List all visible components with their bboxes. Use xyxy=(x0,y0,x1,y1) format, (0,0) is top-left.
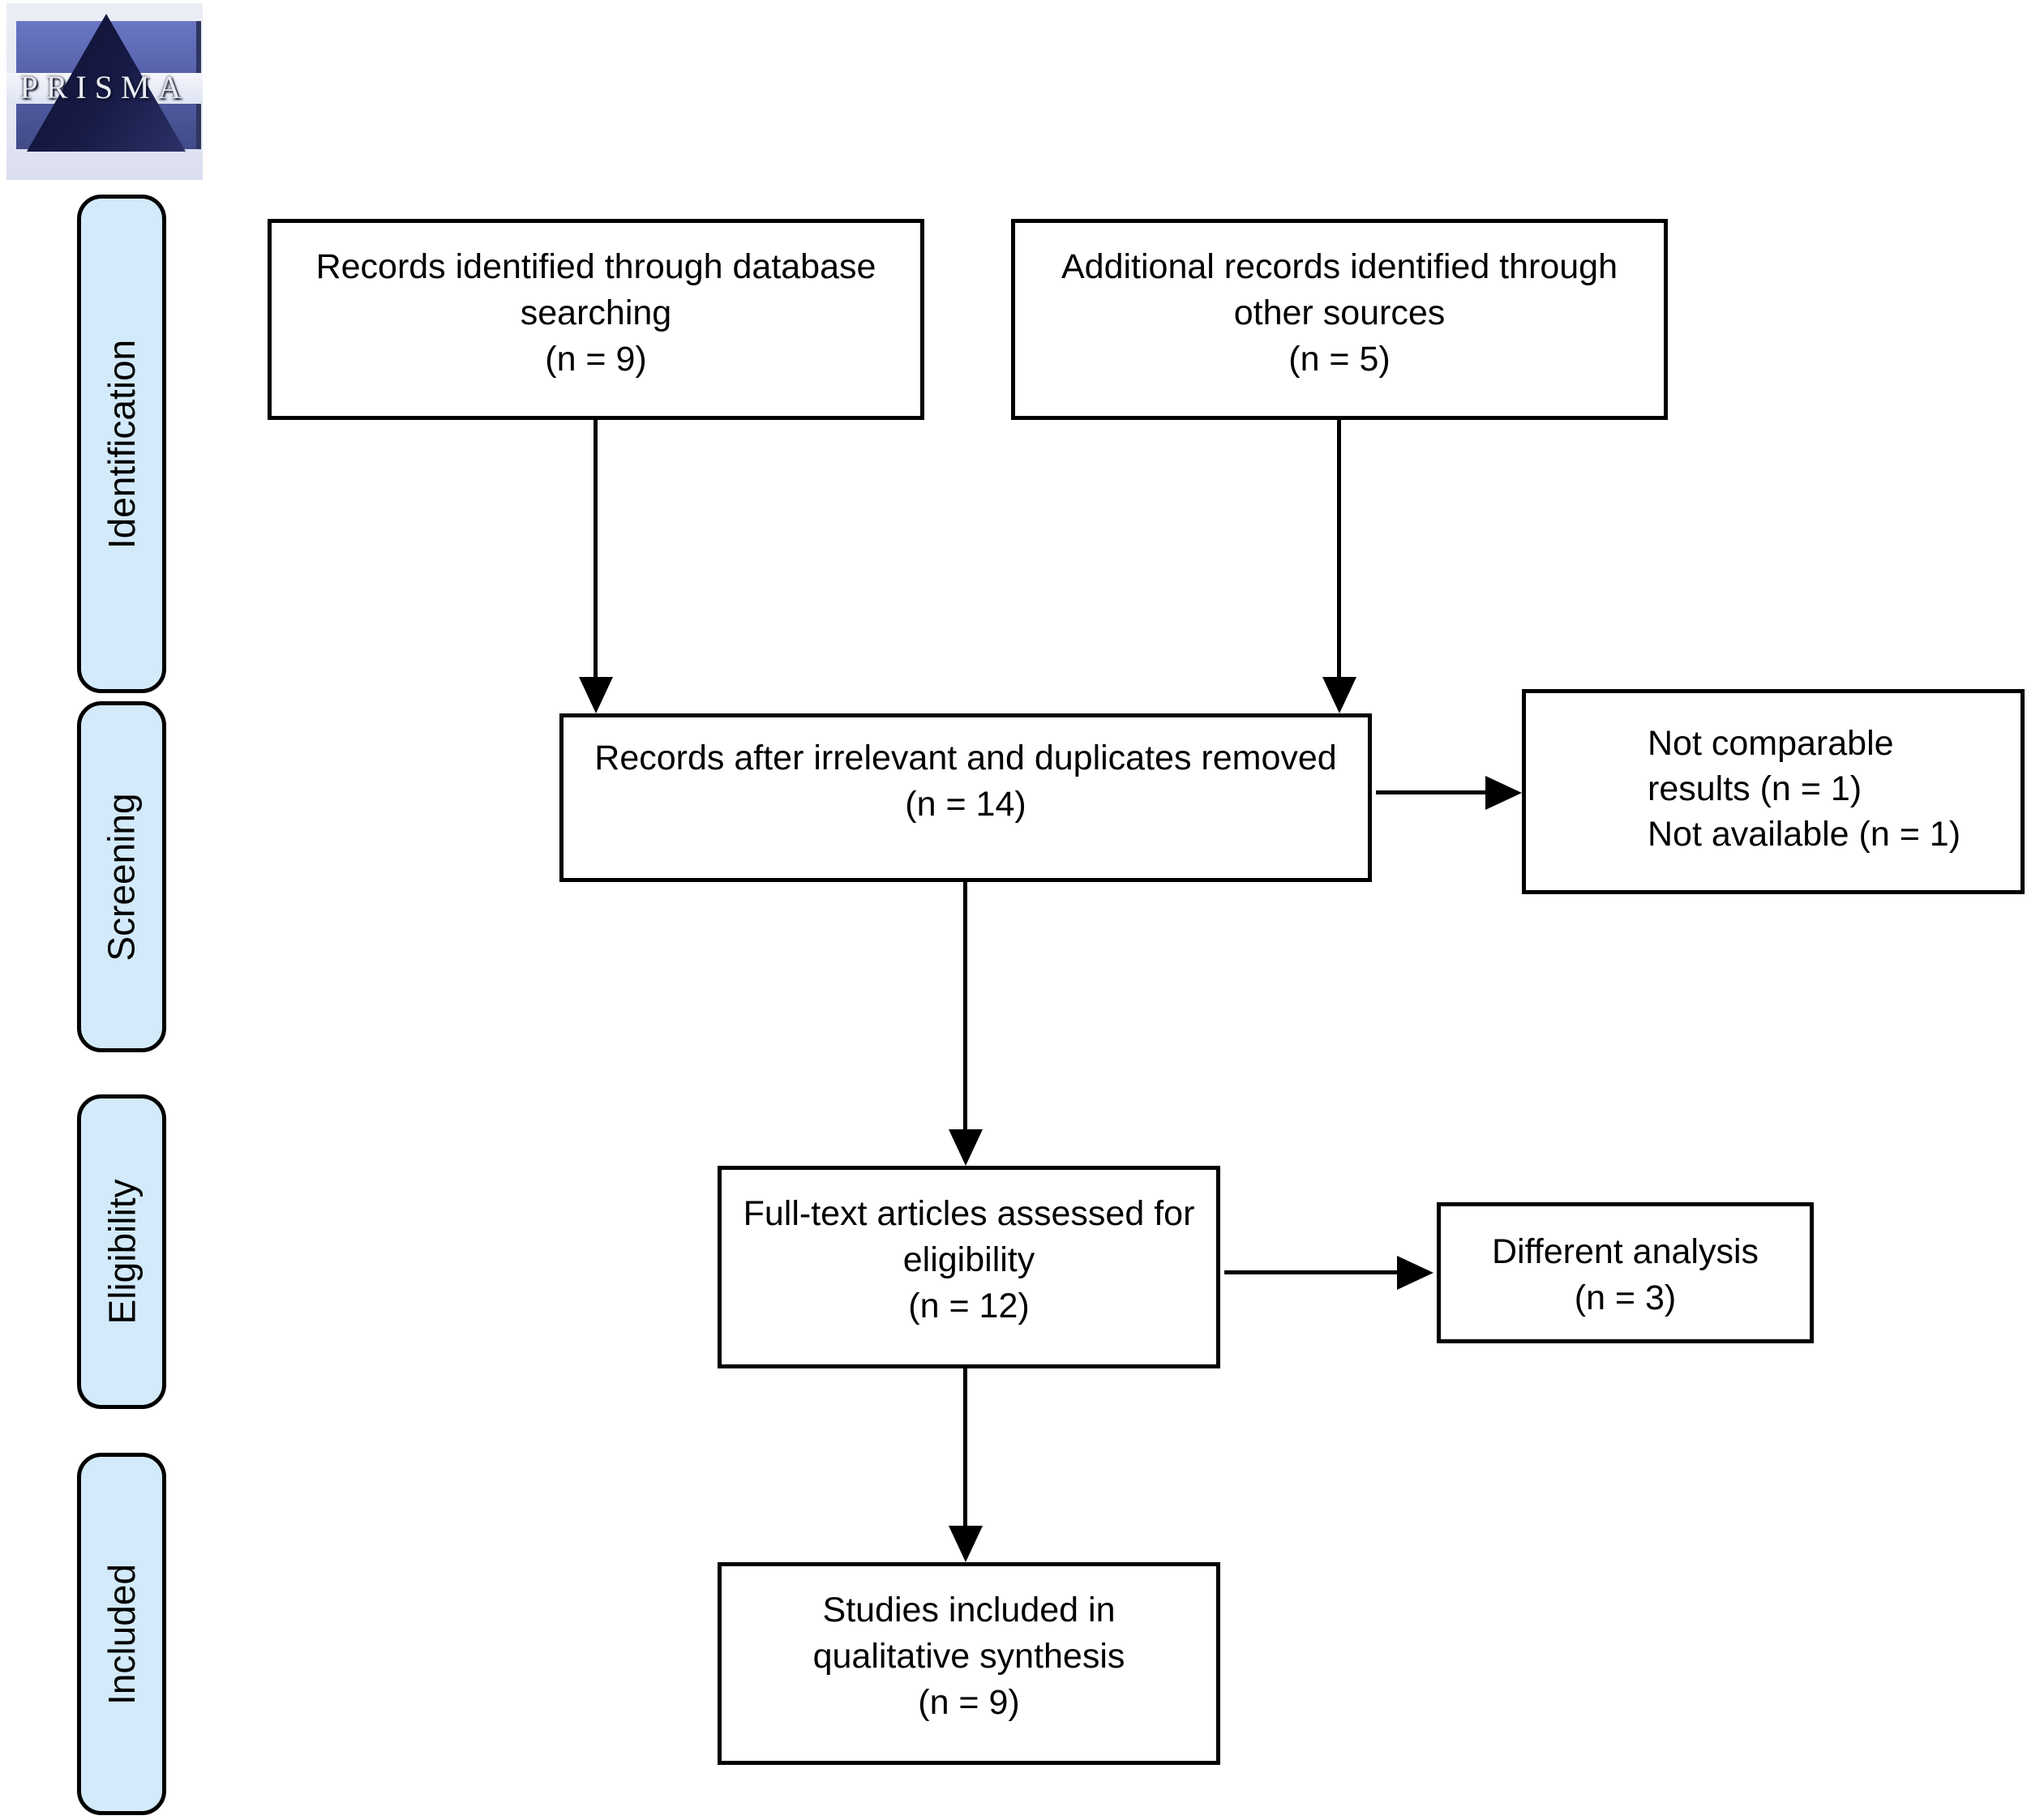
stage-identification-label: Identification xyxy=(101,339,143,549)
node-line: other sources xyxy=(1233,293,1446,332)
stage-identification: Identification xyxy=(77,195,166,693)
arrow-removed-to-fulltext xyxy=(963,882,967,1132)
stage-included-label: Included xyxy=(101,1563,144,1705)
stage-eligibility: Eligibility xyxy=(77,1094,166,1409)
stage-included: Included xyxy=(77,1453,166,1815)
arrow-database-to-removed xyxy=(594,420,598,683)
node-line: searching xyxy=(520,293,672,332)
node-line: Additional records identified through xyxy=(1061,247,1618,286)
node-count: (n = 9) xyxy=(918,1683,1020,1722)
node-count: (n = 14) xyxy=(905,785,1026,824)
node-count: (n = 12) xyxy=(908,1287,1030,1325)
node-line: Different analysis xyxy=(1491,1232,1759,1271)
node-fulltext-assessed: Full-text articles assessed for eligibil… xyxy=(718,1166,1220,1368)
arrow-removed-to-excluded xyxy=(1376,790,1488,794)
stage-eligibility-label: Eligibility xyxy=(101,1179,144,1325)
stage-screening: Screening xyxy=(77,701,166,1052)
arrowhead-down-icon xyxy=(949,1526,983,1562)
arrowhead-right-icon xyxy=(1397,1256,1433,1290)
node-count: (n = 5) xyxy=(1288,340,1391,379)
node-line: Not available (n = 1) xyxy=(1648,815,1961,854)
arrow-fulltext-to-included xyxy=(963,1368,967,1527)
node-excluded-different-analysis: Different analysis (n = 3) xyxy=(1437,1202,1814,1343)
node-line: Not comparable xyxy=(1648,724,1894,763)
node-line: qualitative synthesis xyxy=(812,1637,1125,1676)
arrow-other-sources-to-removed xyxy=(1337,420,1341,683)
prisma-logo-wordmark: PRISMA xyxy=(19,69,190,105)
node-line: Records after irrelevant and duplicates … xyxy=(594,739,1337,777)
arrow-fulltext-to-different-analysis xyxy=(1224,1270,1399,1274)
arrowhead-down-icon xyxy=(949,1129,983,1166)
node-line: Studies included in xyxy=(822,1591,1116,1629)
node-additional-records-other-sources: Additional records identified through ot… xyxy=(1011,219,1668,420)
node-count: (n = 3) xyxy=(1574,1278,1677,1317)
stage-screening-label: Screening xyxy=(101,792,144,961)
node-excluded-not-comparable: Not comparable results (n = 1) Not avail… xyxy=(1522,689,2025,894)
node-line: Full-text articles assessed for xyxy=(743,1194,1195,1233)
node-count: (n = 9) xyxy=(545,340,647,379)
arrowhead-down-icon xyxy=(579,677,613,713)
node-line: eligibility xyxy=(902,1240,1035,1279)
prisma-logo: PRISMA xyxy=(6,3,203,180)
node-line: results (n = 1) xyxy=(1648,769,1862,808)
node-studies-included-qualitative: Studies included in qualitative synthesi… xyxy=(718,1562,1220,1765)
node-records-after-duplicates-removed: Records after irrelevant and duplicates … xyxy=(559,713,1372,882)
arrowhead-right-icon xyxy=(1485,776,1522,810)
node-line: Records identified through database xyxy=(315,247,876,286)
node-records-identified-database: Records identified through database sear… xyxy=(268,219,924,420)
arrowhead-down-icon xyxy=(1322,677,1356,713)
